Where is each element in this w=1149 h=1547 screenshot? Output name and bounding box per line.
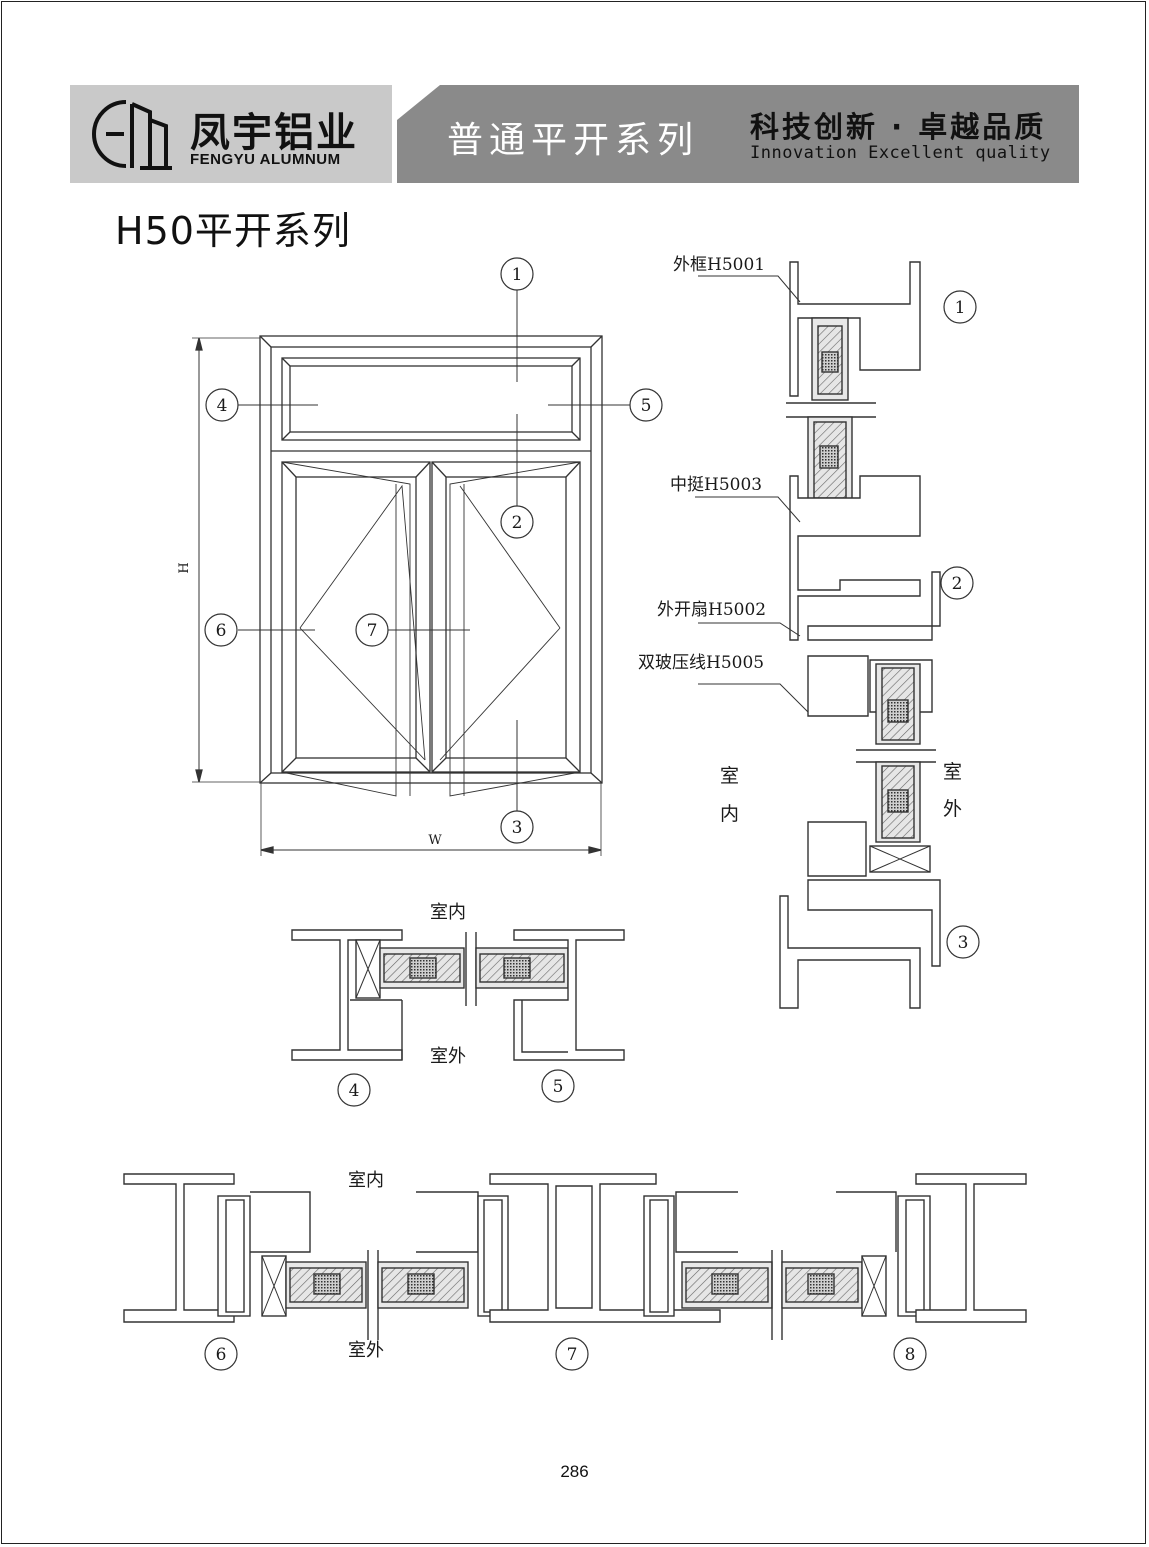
section-callout-5 [541,1069,575,1103]
section-callout-6 [204,1337,238,1371]
section-callout-7-text: 7 [567,1345,578,1365]
section45-outdoor: 室外 [430,1046,466,1067]
callout-2-text: 2 [512,513,523,533]
callout-4 [205,388,239,422]
indoor-char-2: 内 [720,803,739,825]
section678-indoor: 室内 [348,1170,384,1191]
transom-panel [281,357,581,441]
callout-5-text: 5 [641,396,652,416]
callout-2 [500,505,534,539]
slogan-en: Innovation Excellent quality [750,143,1051,163]
series-name: 普通平开系列 [447,120,700,161]
page-title: H50平开系列 [115,209,351,253]
callout-7 [355,613,389,647]
elevation-callouts [204,257,663,844]
part-label-h5003: 中挺H5003 [670,475,762,495]
page-number: 286 [560,1462,589,1481]
part-label-h5005: 双玻压线H5005 [638,653,764,673]
slogan-cn: 科技创新 · 卓越品质 [750,110,1047,144]
section-callout-3 [946,925,980,959]
section678-outdoor: 室外 [348,1340,384,1361]
dim-width-label: W [428,833,442,848]
callout-4-text: 4 [217,396,228,416]
section-callout-4-text: 4 [349,1081,360,1101]
part-label-h5002: 外开扇H5002 [657,600,766,620]
outdoor-char-1: 室 [943,761,962,783]
part-label-h5001: 外框H5001 [673,255,765,275]
vertical-section [779,261,941,1009]
section-callout-7 [555,1337,589,1371]
banner-notch [397,85,440,120]
callout-3-text: 3 [512,818,523,838]
callout-6-text: 6 [216,621,227,641]
right-sash [431,461,581,773]
series-banner [397,85,1079,183]
section-6-7-8 [123,1173,1027,1340]
outer-frame [259,335,603,784]
indoor-char-1: 室 [720,765,739,787]
section45-indoor: 室内 [430,902,466,923]
section-callout-3-text: 3 [958,933,969,953]
section-callout-2 [940,566,974,600]
callout-6 [204,613,238,647]
section-callout-8 [893,1337,927,1371]
section-callout-6-text: 6 [216,1345,227,1365]
logo-mark [92,100,172,170]
section-callout-5-text: 5 [553,1077,564,1097]
callout-7-text: 7 [367,621,378,641]
section-callout-4 [337,1073,371,1107]
dim-height-label: H [177,562,192,573]
left-sash [281,461,431,773]
callout-1-text: 1 [512,265,523,285]
callout-5 [629,388,663,422]
outdoor-char-2: 外 [943,798,962,820]
callout-1 [500,257,534,291]
section-callout-1 [943,290,977,324]
section-4-5 [291,929,625,1061]
section-callout-1-text: 1 [955,298,966,318]
window-elevation [192,290,630,856]
brand-name-en: FENGYU ALUMNUM [190,151,341,168]
callout-3 [500,810,534,844]
brand-name-cn: 凤宇铝业 [190,110,358,156]
section-callout-8-text: 8 [905,1345,916,1365]
section-callout-2-text: 2 [952,574,963,594]
